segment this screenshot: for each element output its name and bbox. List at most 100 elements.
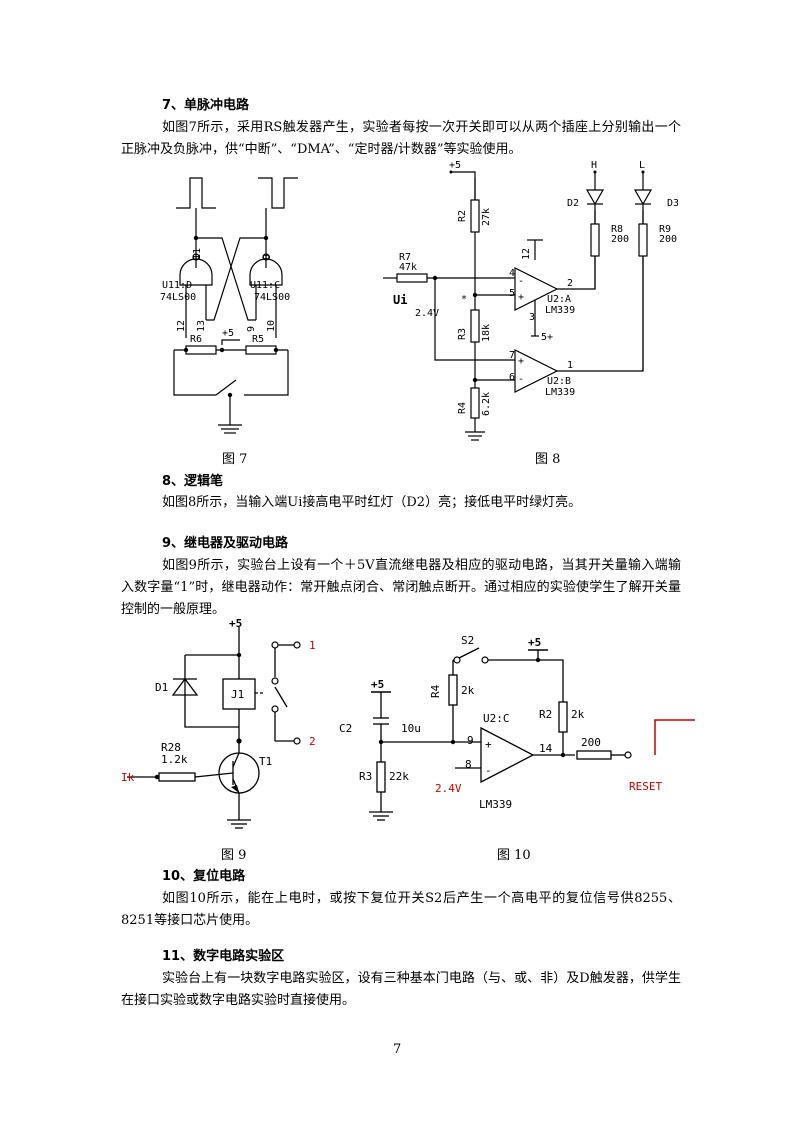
pin-9-label: 9 [246,326,257,332]
pin-7-label: 7 [509,350,515,361]
h-label: H [591,160,597,171]
r7-value: 47k [399,262,417,273]
v24-label: 2.4V [435,782,462,795]
v24-label: 2.4V [415,308,439,319]
r5-label: R5 [252,334,264,345]
r200-label: 200 [581,736,601,749]
gate-c-label: U11:C [250,280,280,291]
r8-value: 200 [611,234,629,245]
l-label: L [639,160,645,171]
ua-label: U2:A [547,294,571,305]
r4-label: R4 [429,684,442,698]
ua-minus: - [518,276,524,287]
pin-13-label: 13 [196,320,207,332]
ub-type: LM339 [545,387,575,398]
ub-minus: - [518,374,524,385]
pin-3-label: 3 [529,312,535,323]
heading-9: 9、继电器及驱动电路 [162,536,289,551]
r3-value: 18k [481,324,492,342]
ua-type: LM339 [545,305,575,316]
caption-fig7: 图 7 [222,452,248,467]
paragraph-9: 如图9所示，实验台上设有一个＋5V直流继电器及相应的驱动电路，当其开关量输入端输… [121,558,681,617]
uc-label: U2:C [483,712,510,725]
r2-value: 2k [571,708,585,721]
r4-value: 2k [461,684,475,697]
c2-label: C2 [339,722,352,735]
gate-d-type: 74LS00 [160,292,196,303]
figure-9-relay-driver-circuit: +5 D1 J1 1 2 R28 1.2k T1 Ik [121,617,316,829]
ui-label: Ui [393,293,407,307]
r2-label: R2 [539,708,552,721]
vcc2-label: +5 [528,636,541,649]
ua-plus: + [518,292,524,303]
caption-fig10: 图 10 [497,848,531,863]
d2-label: D2 [567,198,579,209]
r8-label: R8 [611,224,623,235]
r3-value: 22k [389,770,409,783]
r9-label: R9 [659,224,671,235]
r28-label: R28 [161,741,181,754]
page-number: 7 [393,1042,402,1057]
pin-5-label: 5 [509,288,515,299]
pin-12-label: 12 [176,320,187,332]
vcc-label: +5 [222,328,234,339]
heading-11: 11、数字电路实验区 [162,949,285,964]
caption-fig8: 图 8 [535,452,561,467]
r4-value: 6.2k [481,392,492,416]
pin-12-label: 12 [521,248,532,260]
t1-label: T1 [259,755,272,768]
vcc-label: +5 [229,617,242,630]
contact-2-label: 2 [309,735,316,748]
uc-plus: + [485,738,492,751]
pin-14-label: 14 [539,742,553,755]
j1-label: J1 [231,688,244,701]
r4-label: R4 [457,402,468,414]
vcc1-label: +5 [371,678,384,691]
caption-fig9: 图 9 [221,848,247,863]
r2-value: 27k [481,208,492,226]
paragraph-7: 如图7所示，采用RS触发器产生，实验者每按一次开关即可以从两个插座上分别输出一个… [121,120,681,157]
figure-7-single-pulse-circuit: 11 8 U11:D 74LS00 U11:C 74LS00 12 13 9 1… [160,177,298,434]
pin-8-label: 8 [262,254,273,260]
pin-6-label: 6 [509,372,515,383]
r9-value: 200 [659,234,677,245]
paragraph-8: 如图8所示，当输入端Ui接高电平时红灯（D2）亮；接低电平时绿灯亮。 [162,495,582,510]
r3-label: R3 [359,770,372,783]
figure-8-logic-pen-circuit: +5 H L D2 D3 R2 27k R8 200 R9 200 R7 47k… [383,160,679,441]
pin-10-label: 10 [266,320,277,332]
vcc-label: +5 [449,160,461,171]
heading-8: 8、逻辑笔 [162,474,224,489]
ub-label: U2:B [547,376,571,387]
s2-label: S2 [461,634,474,647]
d1-label: D1 [155,681,168,694]
ik-label: Ik [121,771,135,784]
figure-10-reset-circuit: +5 +5 S2 R4 2k R2 2k C2 10u R3 22k U2:C … [339,634,695,821]
paragraph-11: 实验台上有一块数字电路实验区，设有三种基本门电路（与、或、非）及D触发器，供学生… [121,971,681,1008]
r2-label: R2 [457,210,468,222]
pin-9-label: 9 [467,734,474,747]
contact-1-label: 1 [309,639,316,652]
r7-label: R7 [399,252,411,263]
gate-d-label: U11:D [162,280,192,291]
ub-plus: + [518,356,524,367]
c2-value: 10u [401,722,421,735]
pin-4-label: 4 [509,268,515,279]
r28-value: 1.2k [161,753,188,766]
d3-label: D3 [667,198,679,209]
pin-11-label: 11 [192,248,203,260]
pin-2-label: 2 [567,278,573,289]
uc-minus: - [485,764,492,777]
gate-c-type: 74LS00 [254,292,290,303]
reset-label: RESET [629,780,662,793]
pin-1-label: 1 [567,360,573,371]
pin-8-label: 8 [465,758,472,771]
uc-type: LM339 [479,798,512,811]
star-label: * [461,294,467,305]
r3-label: R3 [457,328,468,340]
r6-label: R6 [190,334,202,345]
heading-10: 10、复位电路 [162,869,246,884]
s5-label: 5+ [541,332,553,343]
heading-7: 7、单脉冲电路 [162,98,250,113]
paragraph-10: 如图10所示，能在上电时，或按下复位开关S2后产生一个高电平的复位信号供8255… [121,891,681,928]
